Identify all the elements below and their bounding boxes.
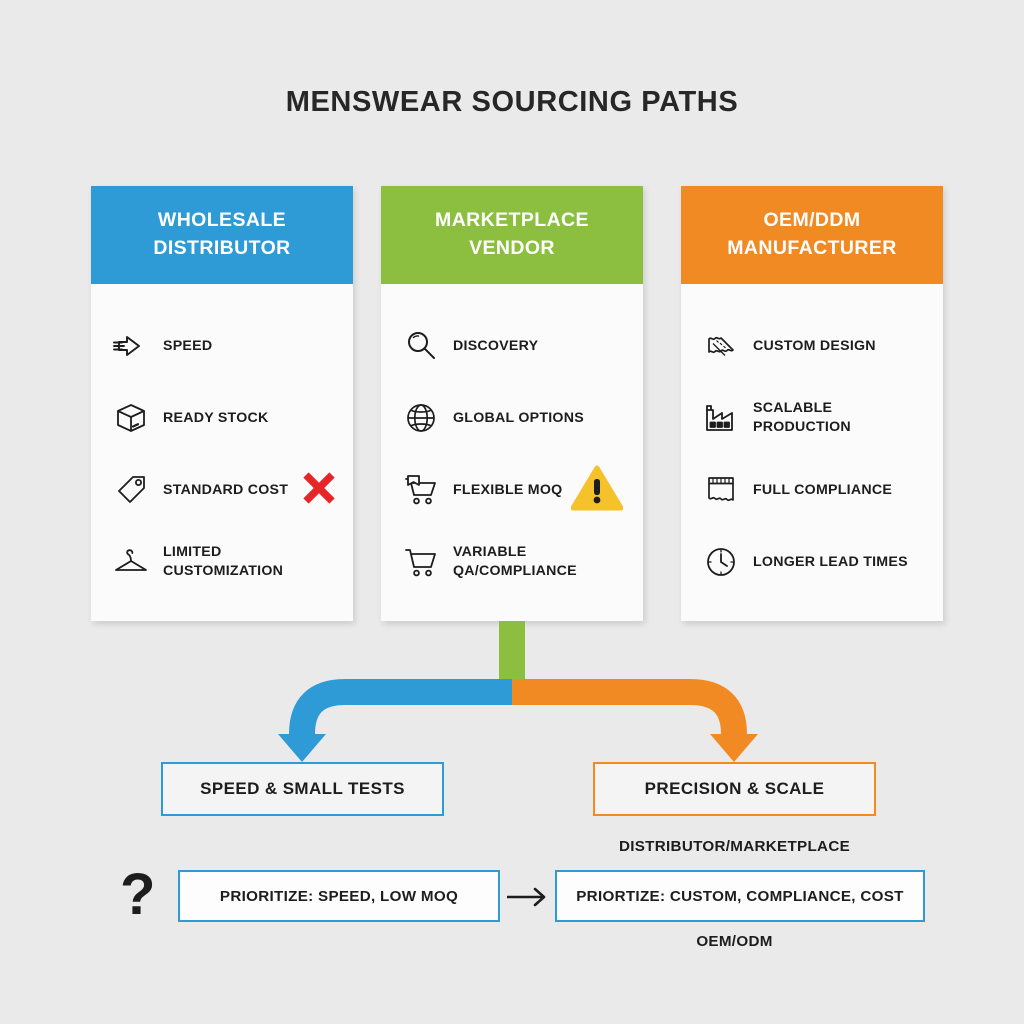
feature-row[interactable]: CUSTOM DESIGN <box>681 310 943 382</box>
feature-label: SCALABLE PRODUCTION <box>753 400 851 435</box>
orange-arrowhead-icon <box>710 734 758 762</box>
card-header-line1: MARKETPLACE <box>435 209 589 232</box>
sourcing-path-card-wholesale[interactable]: WHOLESALE DISTRIBUTOR SPEED <box>91 186 353 621</box>
outcome-box-precision[interactable]: PRECISION & SCALE <box>593 762 876 816</box>
feature-label: FLEXIBLE MOQ <box>453 481 563 498</box>
card-header-marketplace: MARKETPLACE VENDOR <box>381 186 643 284</box>
feature-label: FULL COMPLIANCE <box>753 481 893 498</box>
feature-label: VARIABLE QA/COMPLIANCE <box>453 544 577 579</box>
feature-row[interactable]: DISCOVERY <box>381 310 643 382</box>
caption-oem-odm: OEM/ODM <box>696 933 773 950</box>
feature-row[interactable]: LONGER LEAD TIMES <box>681 526 943 598</box>
feature-row[interactable]: FLEXIBLE MOQ <box>381 454 643 526</box>
feature-label: CUSTOM DESIGN <box>753 337 876 354</box>
page-title: MENSWEAR SOURCING PATHS <box>285 86 739 118</box>
card-header-line2: MANUFACTURER <box>727 237 897 259</box>
warning-triangle-icon <box>571 464 623 512</box>
outcome-label: SPEED & SMALL TESTS <box>200 779 405 798</box>
card-header-line1: WHOLESALE <box>157 209 287 232</box>
question-mark-icon: ? <box>120 862 156 927</box>
hanger-icon <box>109 542 153 582</box>
shopping-cart-box-icon <box>399 470 443 510</box>
blue-branch-connector <box>289 679 512 742</box>
sourcing-path-card-oem[interactable]: OEM/DDM MANUFACTURER CUSTOM DESIGN <box>681 186 943 621</box>
feature-row[interactable]: GLOBAL OPTIONS <box>381 382 643 454</box>
feature-row[interactable]: SPEED <box>91 310 353 382</box>
clock-icon <box>699 542 743 582</box>
outcome-box-speed[interactable]: SPEED & SMALL TESTS <box>161 762 444 816</box>
card-header-oem: OEM/DDM MANUFACTURER <box>681 186 943 284</box>
red-x-icon <box>299 468 339 508</box>
magnifier-icon <box>399 326 443 366</box>
priority-box-left[interactable]: PRIORITIZE: SPEED, LOW MOQ <box>178 870 500 922</box>
priority-label: PRIORITIZE: SPEED, LOW MOQ <box>219 887 459 905</box>
blue-arrowhead-icon <box>278 734 326 762</box>
feature-label: STANDARD COST <box>163 481 289 498</box>
right-arrow-icon <box>507 887 546 907</box>
card-body-wholesale: SPEED READY STOCK STAN <box>91 284 353 598</box>
feature-row[interactable]: READY STOCK <box>91 382 353 454</box>
feature-label: SPEED <box>163 337 213 354</box>
factory-icon <box>699 398 743 438</box>
card-body-marketplace: DISCOVERY GLOBAL OPTIONS <box>381 284 643 598</box>
caption-distributor-marketplace: DISTRIBUTOR/MARKETPLACE <box>618 838 851 855</box>
priority-label: PRIORTIZE: CUSTOM, COMPLIANCE, COST <box>576 887 904 905</box>
outcome-label: PRECISION & SCALE <box>644 779 825 798</box>
feature-row[interactable]: FULL COMPLIANCE <box>681 454 943 526</box>
ruler-fabric-icon <box>699 326 743 366</box>
globe-icon <box>399 398 443 438</box>
orange-branch-connector <box>512 679 747 742</box>
feature-label: DISCOVERY <box>453 337 539 354</box>
shopping-cart-icon <box>399 542 443 582</box>
card-header-line2: DISTRIBUTOR <box>153 237 291 259</box>
feature-label: LIMITED CUSTOMIZATION <box>163 544 284 579</box>
feature-row[interactable]: SCALABLE PRODUCTION <box>681 382 943 454</box>
feature-label: GLOBAL OPTIONS <box>453 409 584 426</box>
feature-label: LONGER LEAD TIMES <box>753 553 908 570</box>
card-header-line2: VENDOR <box>469 237 555 259</box>
card-body-oem: CUSTOM DESIGN SCALABLE PRODUCTION <box>681 284 943 598</box>
sourcing-path-card-marketplace[interactable]: MARKETPLACE VENDOR DISCOVERY <box>381 186 643 621</box>
feature-row[interactable]: LIMITED CUSTOMIZATION <box>91 526 353 598</box>
feature-label: READY STOCK <box>163 409 269 426</box>
price-tag-icon <box>109 470 153 510</box>
box-icon <box>109 398 153 438</box>
card-header-line1: OEM/DDM <box>763 209 861 232</box>
card-header-wholesale: WHOLESALE DISTRIBUTOR <box>91 186 353 284</box>
feature-row[interactable]: VARIABLE QA/COMPLIANCE <box>381 526 643 598</box>
speed-arrow-icon <box>109 326 153 366</box>
fabric-swatch-icon <box>699 470 743 510</box>
priority-box-right[interactable]: PRIORTIZE: CUSTOM, COMPLIANCE, COST <box>555 870 925 922</box>
feature-row[interactable]: STANDARD COST <box>91 454 353 526</box>
